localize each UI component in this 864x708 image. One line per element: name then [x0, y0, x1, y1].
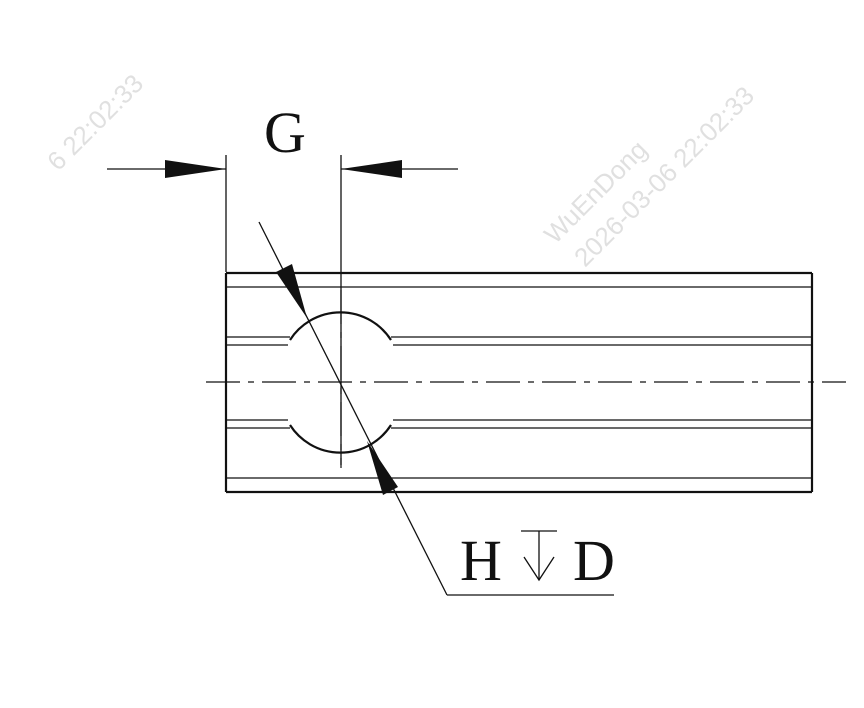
leader-arrow-bottom — [367, 441, 398, 495]
hole-arc-bottom — [289, 424, 392, 454]
dimension-arrow-right — [341, 160, 402, 178]
dimension-label-g: G — [264, 100, 306, 165]
leader-arrow-top — [276, 264, 307, 318]
hole-spec-label-d: D — [573, 528, 615, 593]
hole-spec-label-h: H — [460, 528, 502, 593]
dimension-arrow-left — [165, 160, 226, 178]
watermark-fragment: 6 22:02:33 — [41, 68, 149, 176]
depth-arrow-icon — [521, 530, 557, 582]
